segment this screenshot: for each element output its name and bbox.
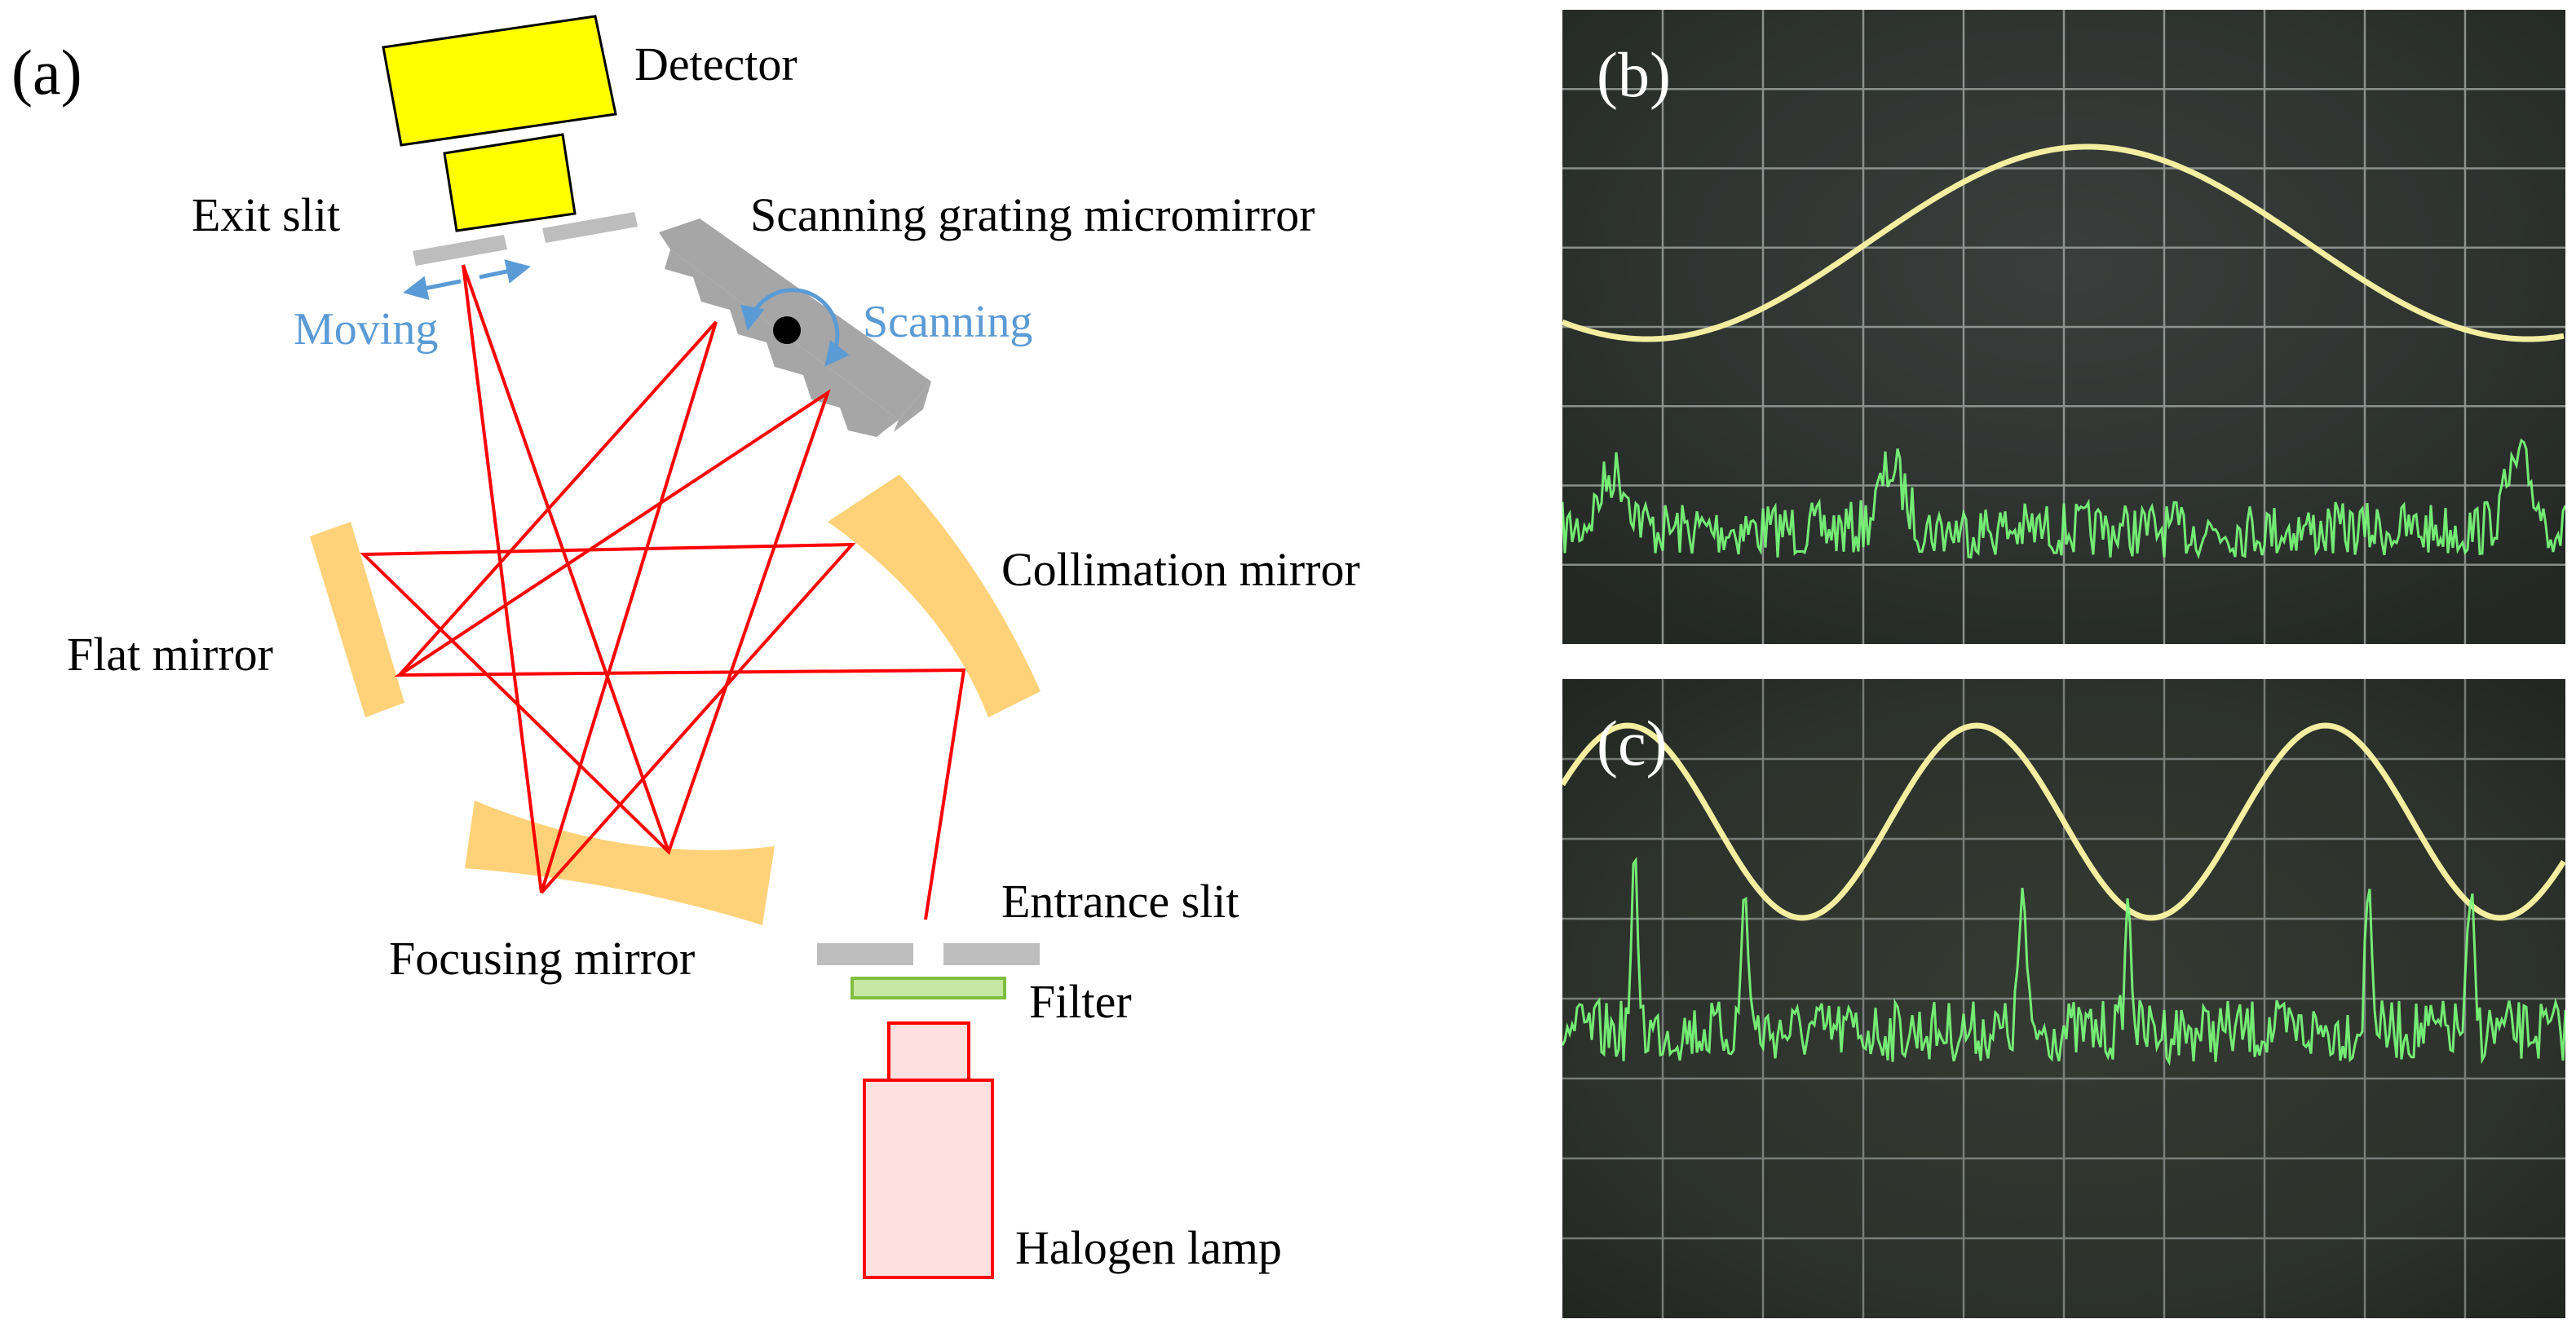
moving-arrows	[403, 259, 531, 301]
moving-label: Moving	[294, 304, 438, 355]
exit-slit-left	[413, 235, 507, 266]
halogen-lamp	[863, 1021, 994, 1279]
focusing-mirror	[465, 801, 775, 925]
filter	[851, 977, 1006, 999]
panel-c-label: (c)	[1597, 708, 1668, 779]
moving-arrow-right	[479, 259, 531, 284]
scanning-arc	[740, 288, 850, 367]
panel-a: (a) Detector Exit slit Moving Scanning g…	[11, 15, 1360, 1279]
detector-body	[382, 15, 617, 147]
entrance-slit-right	[943, 943, 1040, 965]
detector-head	[443, 133, 577, 232]
entrance-slit-left	[817, 943, 913, 965]
collimation-mirror	[828, 474, 1041, 717]
panel-a-label: (a)	[11, 37, 82, 108]
exit-slit-right	[542, 212, 638, 243]
pivot-dot	[773, 316, 801, 344]
light-beam-exit-2	[462, 264, 543, 893]
focusing-mirror-label: Focusing mirror	[389, 932, 695, 985]
panel-b: (b)	[1562, 10, 2565, 644]
moving-arrow-left	[403, 276, 462, 301]
lamp-body	[863, 1079, 994, 1279]
detector	[382, 15, 617, 232]
exit-slit	[413, 212, 638, 266]
light-beam-exit	[462, 264, 670, 853]
filter-label: Filter	[1029, 975, 1132, 1028]
lamp-neck	[887, 1021, 970, 1082]
collimation-mirror-label: Collimation mirror	[1001, 543, 1360, 596]
scope-b-signal-trace	[1562, 438, 2565, 560]
scope-b-sine-trace	[1562, 143, 2565, 342]
grating-end	[894, 382, 931, 432]
flat-mirror-label: Flat mirror	[67, 628, 273, 681]
halogen-lamp-label: Halogen lamp	[1015, 1221, 1282, 1274]
entrance-slit-label: Entrance slit	[1001, 875, 1239, 928]
panel-b-label: (b)	[1597, 39, 1671, 110]
scope-c-grid	[1562, 679, 2565, 1318]
flat-mirror	[310, 522, 404, 717]
entrance-slit	[817, 943, 1040, 965]
exit-slit-label: Exit slit	[192, 188, 340, 241]
panel-c: (c)	[1562, 679, 2565, 1318]
scanning-grating-label: Scanning grating micromirror	[750, 188, 1315, 241]
scanning-label: Scanning	[863, 297, 1032, 347]
scope-c-signal-trace	[1562, 856, 2565, 1066]
scope-c-sine-trace	[1562, 722, 2565, 921]
detector-label: Detector	[634, 38, 798, 90]
